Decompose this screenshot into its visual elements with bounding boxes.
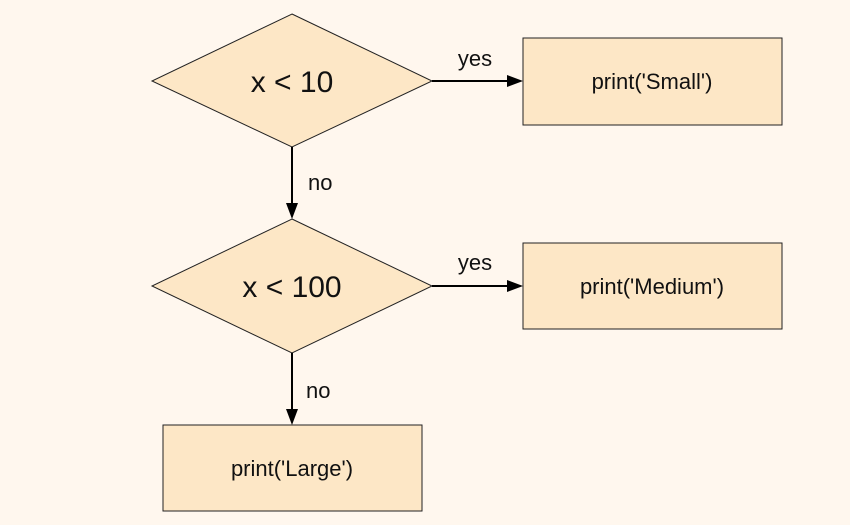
action-small-text: print('Small')	[592, 69, 713, 94]
edge-label-yes-2: yes	[458, 250, 492, 275]
edge-label-no-1: no	[308, 170, 332, 195]
action-node-small	[522, 37, 783, 126]
action-large-text: print('Large')	[231, 456, 353, 481]
arrowhead-no-1	[286, 203, 298, 219]
arrowhead-yes-1	[507, 75, 523, 87]
decision-2-condition: x < 100	[242, 271, 341, 304]
action-node-large	[162, 424, 423, 512]
action-medium-text: print('Medium')	[580, 274, 724, 299]
action-node-medium	[522, 242, 783, 330]
arrowhead-no-2	[286, 409, 298, 425]
arrowhead-yes-2	[507, 280, 523, 292]
edge-label-yes-1: yes	[458, 46, 492, 71]
edge-label-no-2: no	[306, 378, 330, 403]
decision-1-condition: x < 10	[251, 66, 334, 99]
